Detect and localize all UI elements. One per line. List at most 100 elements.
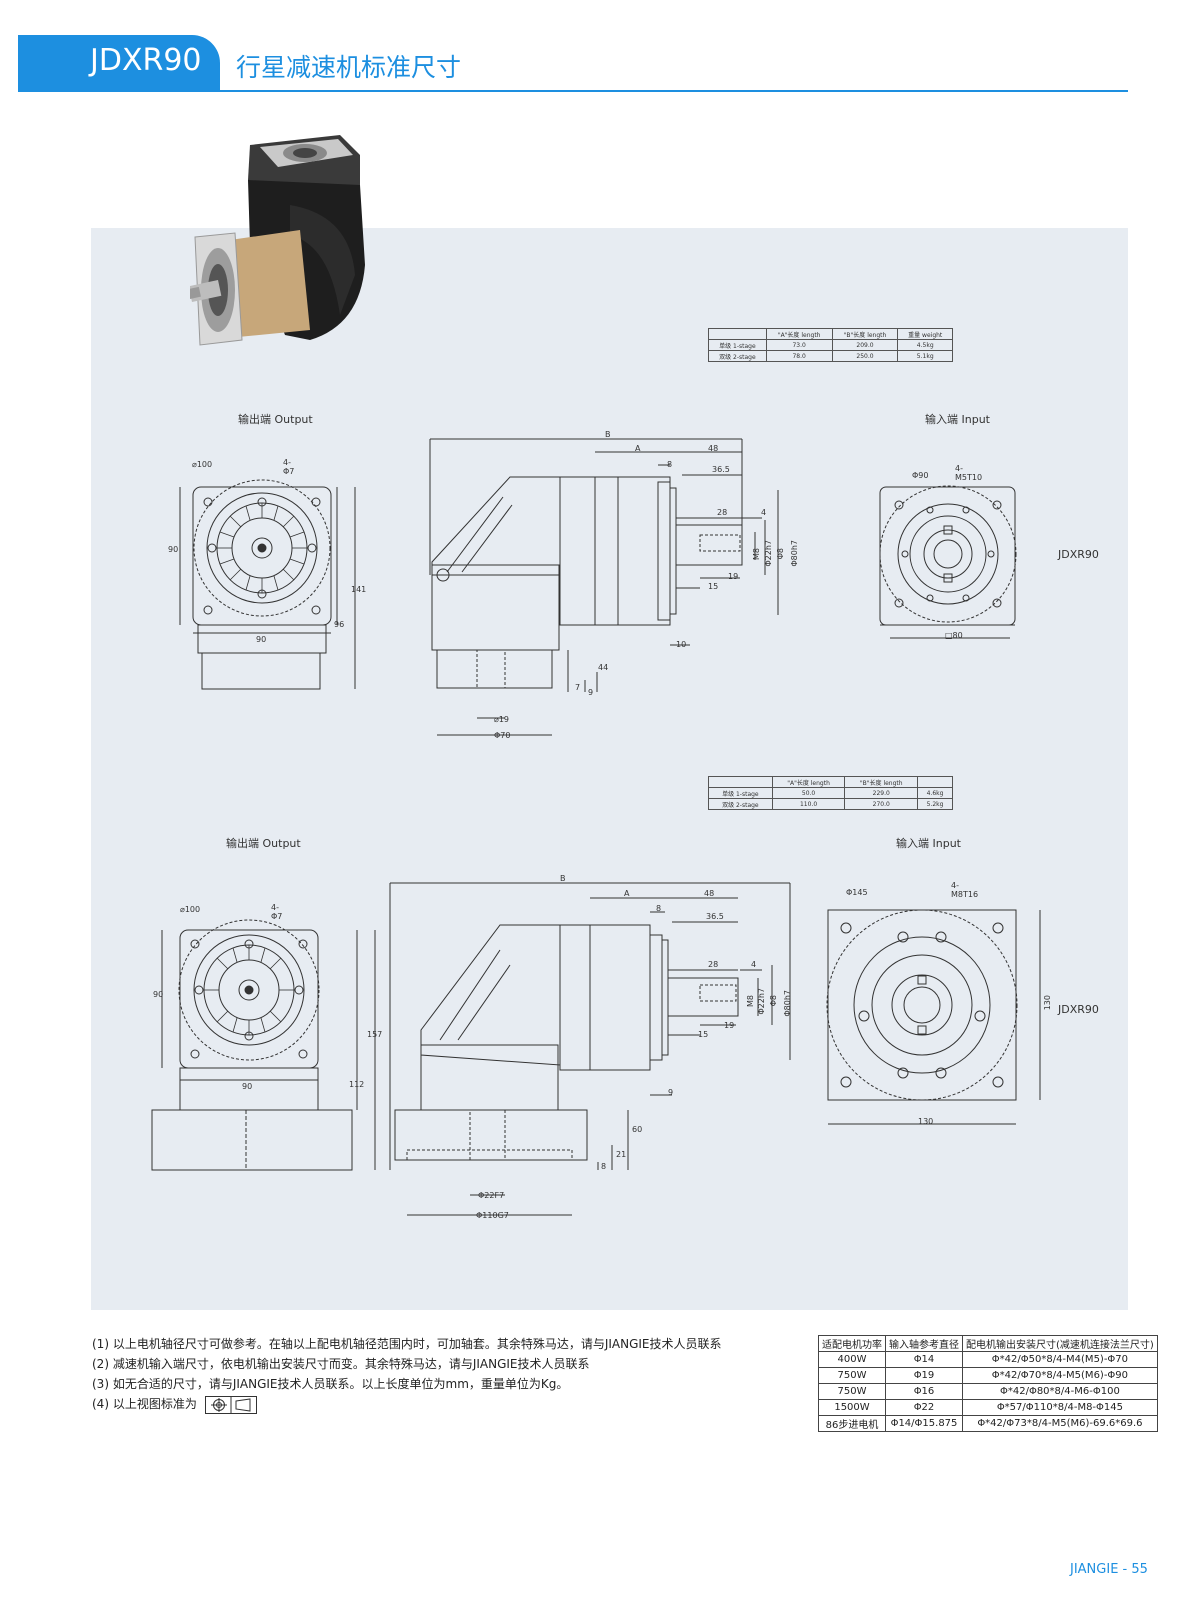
dim-label: ⌀100 <box>192 460 213 469</box>
table-cell: 400W <box>818 1351 886 1368</box>
table-cell: 78.0 <box>765 350 833 362</box>
dim-label: 9 <box>588 688 594 697</box>
drawing-panel <box>91 228 1128 1310</box>
dim-label: Φ90 <box>912 471 929 480</box>
dim-label: A <box>635 444 641 453</box>
dim-label: □80 <box>945 631 963 640</box>
note-item: (2) 减速机输入端尺寸，依电机输出安装尺寸而变。其余特殊马达，请与JIANGI… <box>92 1357 590 1371</box>
note-item: (1) 以上电机轴径尺寸可做参考。在轴以上配电机轴径范围内时，可加轴套。其余特殊… <box>92 1337 722 1351</box>
table-row: 双级 2-stage 110.0 270.0 5.2kg <box>708 798 953 810</box>
table-row: 750W Φ16 Φ*42/Φ80*8/4-M6-Φ100 <box>818 1383 1158 1400</box>
input-view-bottom <box>826 909 1041 1125</box>
dim-label: Φ8 <box>769 995 778 1007</box>
table-cell: 1500W <box>818 1399 886 1416</box>
note-text: (4) 以上视图标准为 <box>92 1397 197 1411</box>
dim-label: 90 <box>256 635 267 644</box>
dim-label: 44 <box>598 663 609 672</box>
spec-table-top: "A"长度 length "B"长度 length 重量 weight 单级 1… <box>708 328 953 362</box>
table-row: 单级 1-stage 73.0 209.0 4.5kg <box>708 339 953 351</box>
motor-table: 适配电机功率 输入轴参考直径 配电机输出安装尺寸(减速机连接法兰尺寸) 400W… <box>818 1335 1158 1432</box>
output-label-top: 输出端 Output <box>238 413 313 426</box>
table-row: 单级 1-stage 50.0 229.0 4.6kg <box>708 787 953 799</box>
input-label-top: 输入端 Input <box>925 413 990 426</box>
table-cell: Φ*42/Φ73*8/4-M5(M6)-69.6*69.6 <box>962 1415 1158 1432</box>
table-cell: 110.0 <box>771 798 846 810</box>
dim-label: 15 <box>698 1030 709 1039</box>
output-view-top <box>179 479 356 690</box>
input-label-bottom: 输入端 Input <box>896 837 961 850</box>
dim-label: 36.5 <box>706 912 724 921</box>
dim-label: 4-M5T10 <box>955 464 983 482</box>
table-cell: 86步进电机 <box>818 1415 886 1432</box>
dim-label: 19 <box>724 1021 735 1030</box>
dim-label: 19 <box>728 572 739 581</box>
dim-label: 28 <box>717 508 728 517</box>
table-cell: 750W <box>818 1367 886 1384</box>
dim-label: 8 <box>667 460 673 469</box>
dim-label: M8 <box>746 995 755 1007</box>
dim-label: Φ145 <box>846 888 868 897</box>
dim-label: 90 <box>242 1082 253 1091</box>
model-name: JDXR90 <box>90 43 202 78</box>
table-cell: 双级 2-stage <box>708 350 767 362</box>
dim-label: 157 <box>367 1030 383 1039</box>
table-cell: 4.6kg <box>917 787 953 799</box>
projection-symbol-icon <box>204 1395 257 1414</box>
table-cell: 5.2kg <box>917 798 953 810</box>
table-header: 配电机输出安装尺寸(减速机连接法兰尺寸) <box>962 1335 1158 1352</box>
table-cell: Φ14 <box>885 1351 963 1368</box>
dim-label: 4 <box>751 960 757 969</box>
dim-label: B <box>605 430 611 439</box>
table-cell: Φ14/Φ15.875 <box>885 1415 963 1432</box>
dim-label: 21 <box>616 1150 627 1159</box>
table-cell: 250.0 <box>831 350 899 362</box>
table-cell: Φ16 <box>885 1383 963 1400</box>
dim-label: 90 <box>153 990 164 999</box>
dim-label: 4-Φ7 <box>283 458 295 476</box>
dim-label: B <box>560 874 566 883</box>
dim-label: Φ22F7 <box>478 1191 505 1200</box>
table-header: 适配电机功率 <box>818 1335 886 1352</box>
header-divider <box>18 90 1128 92</box>
notes: (1) 以上电机轴径尺寸可做参考。在轴以上配电机轴径范围内时，可加轴套。其余特殊… <box>92 1334 722 1414</box>
dim-label: 7 <box>575 683 581 692</box>
model-tag-bottom: JDXR90 <box>1058 1003 1099 1016</box>
table-cell: 750W <box>818 1383 886 1400</box>
page-title: 行星减速机标准尺寸 <box>236 53 462 82</box>
dim-label: 90 <box>168 545 179 554</box>
dim-label: 8 <box>601 1162 607 1171</box>
dim-label: 130 <box>1043 995 1052 1011</box>
dim-label: Φ70 <box>494 731 511 740</box>
dim-label: 8 <box>656 904 662 913</box>
dim-label: Φ110G7 <box>476 1211 509 1220</box>
table-cell: 5.1kg <box>897 350 953 362</box>
model-tag-top: JDXR90 <box>1058 548 1099 561</box>
product-image <box>190 135 365 346</box>
dim-label: 4-M8T16 <box>951 881 979 899</box>
dim-label: Φ80h7 <box>783 990 792 1017</box>
dim-label: 130 <box>918 1117 934 1126</box>
table-cell: Φ*42/Φ70*8/4-M5(M6)-Φ90 <box>962 1367 1158 1384</box>
dim-label: 15 <box>708 582 719 591</box>
dim-label: 4-Φ7 <box>271 903 283 921</box>
side-view-bottom <box>389 882 791 1216</box>
table-cell: Φ19 <box>885 1367 963 1384</box>
table-row: 750W Φ19 Φ*42/Φ70*8/4-M5(M6)-Φ90 <box>818 1367 1158 1384</box>
table-row: 86步进电机 Φ14/Φ15.875 Φ*42/Φ73*8/4-M5(M6)-6… <box>818 1415 1158 1432</box>
dim-label: 28 <box>708 960 719 969</box>
dim-label: Φ22h7 <box>757 988 766 1015</box>
header-tab: JDXR90 <box>18 35 220 91</box>
dim-label: 48 <box>704 889 715 898</box>
output-label-bottom: 输出端 Output <box>226 837 301 850</box>
note-item: (4) 以上视图标准为 <box>92 1394 722 1414</box>
page-footer: JIANGIE - 55 <box>1070 1562 1148 1577</box>
table-row: 1500W Φ22 Φ*57/Φ110*8/4-M8-Φ145 <box>818 1399 1158 1416</box>
dim-label: 48 <box>708 444 719 453</box>
dim-label: ⌀100 <box>180 905 201 914</box>
dim-label: ⌀19 <box>494 715 509 724</box>
table-cell: Φ*42/Φ50*8/4-M4(M5)-Φ70 <box>962 1351 1158 1368</box>
dim-label: 10 <box>676 640 687 649</box>
table-row: 双级 2-stage 78.0 250.0 5.1kg <box>708 350 953 362</box>
table-cell: Φ*42/Φ80*8/4-M6-Φ100 <box>962 1383 1158 1400</box>
